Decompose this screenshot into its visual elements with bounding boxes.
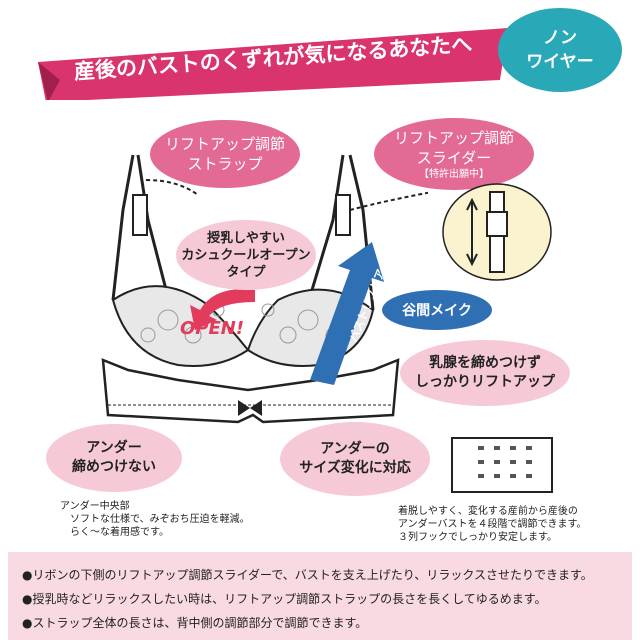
under-band-line2: 締めつけない — [72, 459, 156, 475]
lift-slider-callout: リフトアップ調節 スライダー 【特許出願中】 — [374, 118, 534, 190]
gland-line2: しっかりリフトアップ — [415, 374, 555, 390]
lift-strap-line1: リフトアップ調節 — [164, 135, 285, 153]
lift-strap-line2: ストラップ — [187, 155, 263, 173]
gland-callout: 乳腺を締めつけず しっかりリフトアップ — [400, 340, 570, 406]
bust-lift-arrow — [310, 242, 384, 385]
footer-line-1: ●リボンの下側のリフトアップ調節スライダーで、バストを支え上げたり、リラックスさ… — [22, 568, 593, 582]
size-change-callout: アンダーの サイズ変化に対応 — [280, 422, 430, 496]
lift-slider-line2: スライダー — [416, 148, 492, 167]
nursing-line3: タイプ — [226, 264, 266, 280]
under-band-callout: アンダー 締めつけない — [46, 424, 182, 492]
open-label: OPEN! — [180, 318, 245, 339]
footer-panel: ●リボンの下側のリフトアップ調節スライダーで、バストを支え上げたり、リラックスさ… — [8, 552, 632, 640]
under-center-note: アンダー中央部 ソフトな仕様で、みぞおち圧迫を軽減。 らく～な着用感です。 — [60, 500, 250, 539]
lift-strap-callout: リフトアップ調節 ストラップ — [150, 120, 300, 188]
cleavage-text: 谷間メイク — [402, 303, 472, 319]
size-change-line1: アンダーの — [320, 441, 390, 457]
patent-note: 【特許出願中】 — [419, 168, 489, 180]
hook-note-line1: 着脱しやすく、変化する産前から産後の — [398, 506, 578, 517]
size-change-line2: サイズ変化に対応 — [299, 460, 411, 476]
lift-slider-line1: リフトアップ調節 — [393, 128, 514, 147]
hook-note-line3: ３列フックでしっかり安定します。 — [398, 532, 557, 543]
under-band-line1: アンダー — [86, 440, 142, 456]
bra-illustration — [101, 154, 428, 424]
slider-zoom-illustration — [442, 183, 552, 281]
footer-line-3: ●ストラップ全体の長さは、背中側の調節部分で調節できます。 — [22, 616, 368, 630]
under-center-note-line2: ソフトな仕様で、みぞおち圧迫を軽減。 — [70, 514, 250, 525]
cleavage-badge: 谷間メイク — [382, 290, 492, 330]
headline-banner — [38, 28, 508, 100]
hook-note: 着脱しやすく、変化する産前から産後の アンダーバストを４段階で調節できます。 ３… — [398, 505, 628, 544]
nonwire-badge: ノン ワイヤー — [498, 8, 622, 92]
open-arrow — [190, 289, 255, 330]
hook-illustration — [451, 437, 553, 493]
nursing-callout: 授乳しやすい カシュクールオープン タイプ — [176, 220, 316, 290]
under-center-note-line1: アンダー中央部 — [60, 501, 130, 512]
nonwire-line2: ワイヤー — [526, 52, 594, 72]
under-center-note-line3: らく～な着用感です。 — [70, 527, 169, 538]
nonwire-line1: ノン — [543, 28, 577, 48]
hook-note-line2: アンダーバストを４段階で調節できます。 — [398, 519, 587, 530]
nursing-line2: カシュクールオープン — [181, 247, 311, 263]
gland-line1: 乳腺を締めつけず — [429, 355, 541, 371]
nursing-line1: 授乳しやすい — [207, 230, 285, 246]
footer-line-2: ●授乳時などリラックスしたい時は、リフトアップ調節ストラップの長さを長くしてゆる… — [22, 592, 547, 606]
